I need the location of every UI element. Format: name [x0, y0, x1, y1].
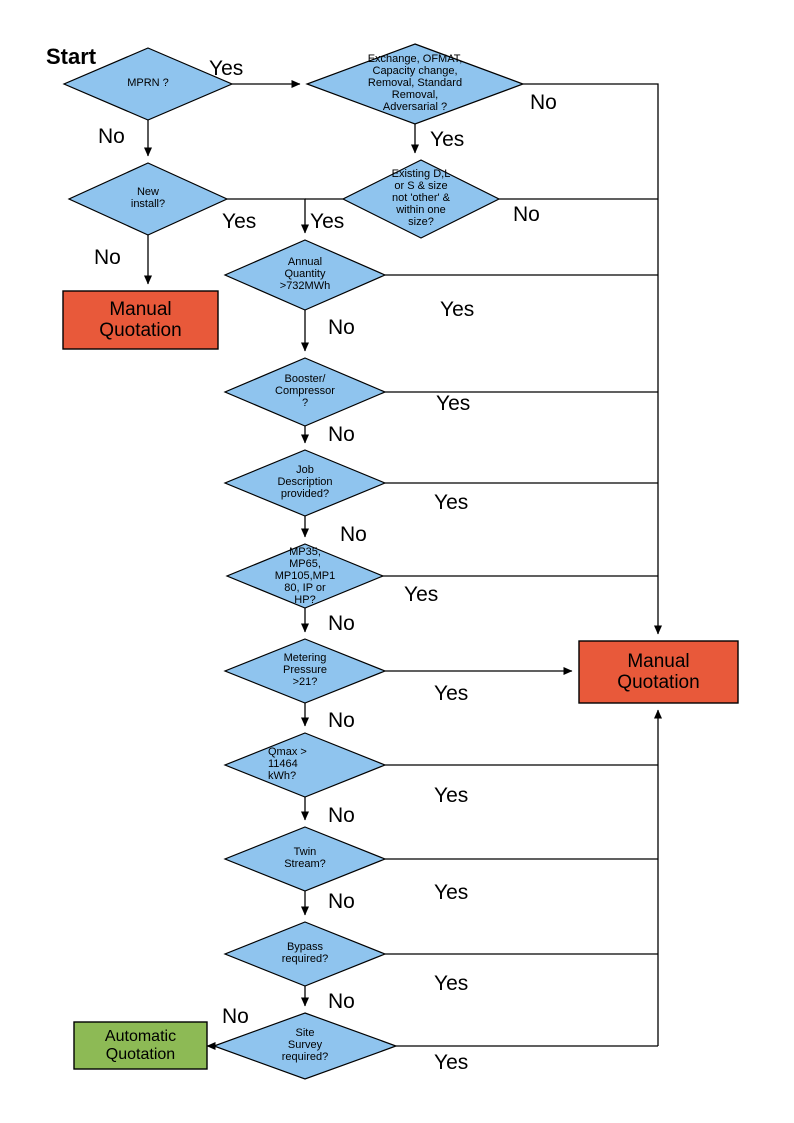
- edge-label-site-survey-yes: Yes: [434, 1051, 469, 1074]
- start-label: Start: [46, 44, 97, 69]
- edge-label-booster-no: No: [328, 423, 355, 446]
- terminal-automatic-shape[interactable]: [73, 1021, 208, 1070]
- edge-label-exchange-no: No: [530, 91, 557, 114]
- decision-exchange-shape[interactable]: [305, 43, 525, 125]
- edge-label-job-desc-no: No: [340, 523, 367, 546]
- edge-label-twin-yes: Yes: [434, 881, 469, 904]
- edge-label-exchange-yes: Yes: [430, 128, 465, 151]
- decision-bypass-shape[interactable]: [223, 921, 387, 987]
- edge-label-mprn-yes: Yes: [209, 57, 244, 80]
- edge-label-booster-yes: Yes: [436, 392, 471, 415]
- edge-label-site-survey-no: No: [222, 1005, 249, 1028]
- decision-job-desc-shape[interactable]: [223, 449, 387, 517]
- decision-qmax-shape[interactable]: [223, 732, 387, 798]
- decision-annual-qty-shape[interactable]: [223, 239, 387, 311]
- edge-label-mp-sizes-yes: Yes: [404, 583, 439, 606]
- edge-label-existing-yes: Yes: [310, 210, 345, 233]
- edge-label-mprn-no: No: [98, 125, 125, 148]
- decision-twin-shape[interactable]: [223, 826, 387, 892]
- edge-label-job-desc-yes: Yes: [434, 491, 469, 514]
- edge-label-metering-yes: Yes: [434, 682, 469, 705]
- edge-label-qmax-yes: Yes: [434, 784, 469, 807]
- edge-label-bypass-no: No: [328, 990, 355, 1013]
- terminal-manual-left-shape[interactable]: [62, 290, 219, 350]
- edge-label-mp-sizes-no: No: [328, 612, 355, 635]
- edge-label-annual-no: No: [328, 316, 355, 339]
- edge-label-new-install-yes: Yes: [222, 210, 257, 233]
- decision-booster-shape[interactable]: [223, 357, 387, 427]
- edge-label-qmax-no: No: [328, 804, 355, 827]
- edge-label-bypass-yes: Yes: [434, 972, 469, 995]
- terminal-manual-right-shape[interactable]: [578, 640, 739, 704]
- edge-label-twin-no: No: [328, 890, 355, 913]
- edge-label-metering-no: No: [328, 709, 355, 732]
- decision-new-install-shape[interactable]: [67, 162, 229, 236]
- edge-exchange-no: [523, 83, 662, 635]
- decision-metering-shape[interactable]: [223, 638, 387, 704]
- edge-label-new-install-no: No: [94, 246, 121, 269]
- edge-label-annual-yes: Yes: [440, 298, 475, 321]
- decision-mp-sizes-shape[interactable]: [225, 543, 385, 609]
- edge-label-existing-no: No: [513, 203, 540, 226]
- decision-site-survey-shape[interactable]: [212, 1012, 398, 1080]
- decision-existing-shape[interactable]: [341, 159, 501, 239]
